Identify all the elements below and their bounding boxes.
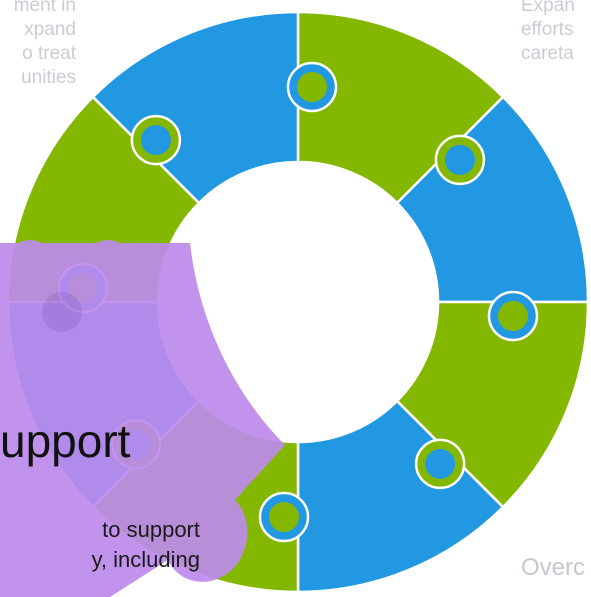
puzzle-knob (434, 134, 486, 186)
puzzle-piece-bottom-right (296, 399, 505, 594)
highlight-body: to support y, including (0, 515, 200, 575)
puzzle-knob (487, 290, 539, 342)
right-text-line: Expan (521, 0, 575, 16)
puzzle-piece-right-upper (395, 95, 590, 304)
puzzle-knob (414, 438, 466, 490)
left-text-line: unities (21, 67, 76, 88)
puzzle-piece-top-right (296, 10, 505, 205)
highlight-piece (0, 240, 285, 597)
left-text-line: xpand (24, 19, 76, 40)
highlight-piece-layer (0, 240, 285, 597)
puzzle-knob (130, 114, 182, 166)
left-text-snippet: ment in xpand o treat unities (14, 0, 76, 90)
puzzle-knob (258, 491, 310, 543)
puzzle-piece-top-left (91, 10, 300, 205)
right-text-line: careta (521, 43, 574, 64)
left-text-line: ment in (13, 0, 76, 16)
right-text-snippet: Expan efforts careta (521, 0, 575, 66)
puzzle-knob (286, 61, 338, 113)
left-text-line: o treat (22, 43, 76, 64)
bottom-right-text-snippet: Overc (521, 554, 586, 581)
highlight-line: y, including (91, 547, 200, 572)
puzzle-piece-right-lower (395, 300, 590, 509)
highlight-title: upport (0, 415, 131, 467)
highlight-line: to support (102, 517, 200, 542)
right-text-line: efforts (521, 19, 574, 40)
